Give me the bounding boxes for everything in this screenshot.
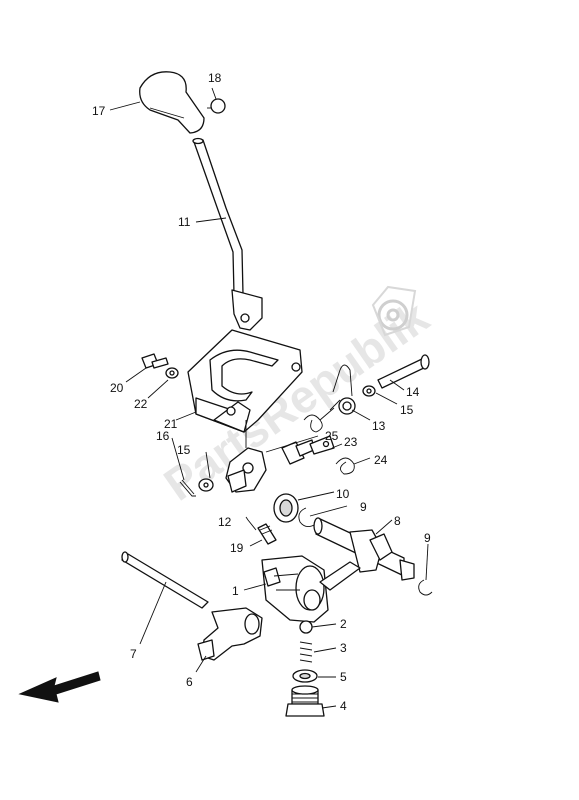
label-15-right: 15 <box>400 403 414 417</box>
screw-23 <box>281 435 335 465</box>
leader-lines <box>109 87 429 709</box>
shift-rod <box>121 551 209 609</box>
oil-seal <box>273 493 299 523</box>
label-18: 18 <box>208 71 222 85</box>
label-13: 13 <box>372 419 386 433</box>
label-4: 4 <box>340 699 347 713</box>
spring-3 <box>299 641 313 663</box>
cotter-pin-16 <box>179 479 196 497</box>
label-21: 21 <box>164 417 178 431</box>
washer-15-right <box>362 385 376 397</box>
label-10: 10 <box>336 487 350 501</box>
label-12: 12 <box>218 515 232 529</box>
circlip-9-upper <box>298 507 317 527</box>
knob-cap <box>207 98 226 114</box>
shift-drum <box>261 555 361 623</box>
arrow-left-down-icon <box>18 671 101 703</box>
stud-19 <box>257 523 277 545</box>
shift-gate-bracket <box>187 329 303 433</box>
label-7: 7 <box>130 647 137 661</box>
torsion-spring <box>329 364 356 415</box>
gear-icon <box>371 285 417 337</box>
label-19: 19 <box>230 541 244 555</box>
shift-fork <box>197 607 263 661</box>
spring-24 <box>335 457 355 475</box>
label-17: 17 <box>92 104 106 118</box>
washer-5 <box>292 669 318 683</box>
plug-bolt-4 <box>285 685 325 717</box>
label-14: 14 <box>406 385 420 399</box>
washer-22 <box>165 367 179 379</box>
label-6: 6 <box>186 675 193 689</box>
label-1: 1 <box>232 584 239 598</box>
shift-arm <box>225 420 267 493</box>
label-9-lower: 9 <box>424 531 431 545</box>
spring-25 <box>303 407 335 433</box>
bolt-20 <box>141 353 169 369</box>
label-22: 22 <box>134 397 148 411</box>
shift-shaft <box>313 517 415 581</box>
label-2: 2 <box>340 617 347 631</box>
label-16: 16 <box>156 429 170 443</box>
label-23: 23 <box>344 435 358 449</box>
label-24: 24 <box>374 453 388 467</box>
washer-15-left <box>198 478 214 492</box>
label-20: 20 <box>110 381 124 395</box>
label-11: 11 <box>178 215 191 229</box>
label-9-upper: 9 <box>360 500 367 514</box>
shift-knob <box>139 71 205 134</box>
label-5: 5 <box>340 670 347 684</box>
shift-lever <box>192 137 263 331</box>
ball-2 <box>299 620 313 634</box>
label-8: 8 <box>394 514 401 528</box>
label-15-left: 15 <box>177 443 191 457</box>
circlip-9-lower <box>418 579 433 596</box>
label-25: 25 <box>325 429 339 443</box>
label-3: 3 <box>340 641 347 655</box>
